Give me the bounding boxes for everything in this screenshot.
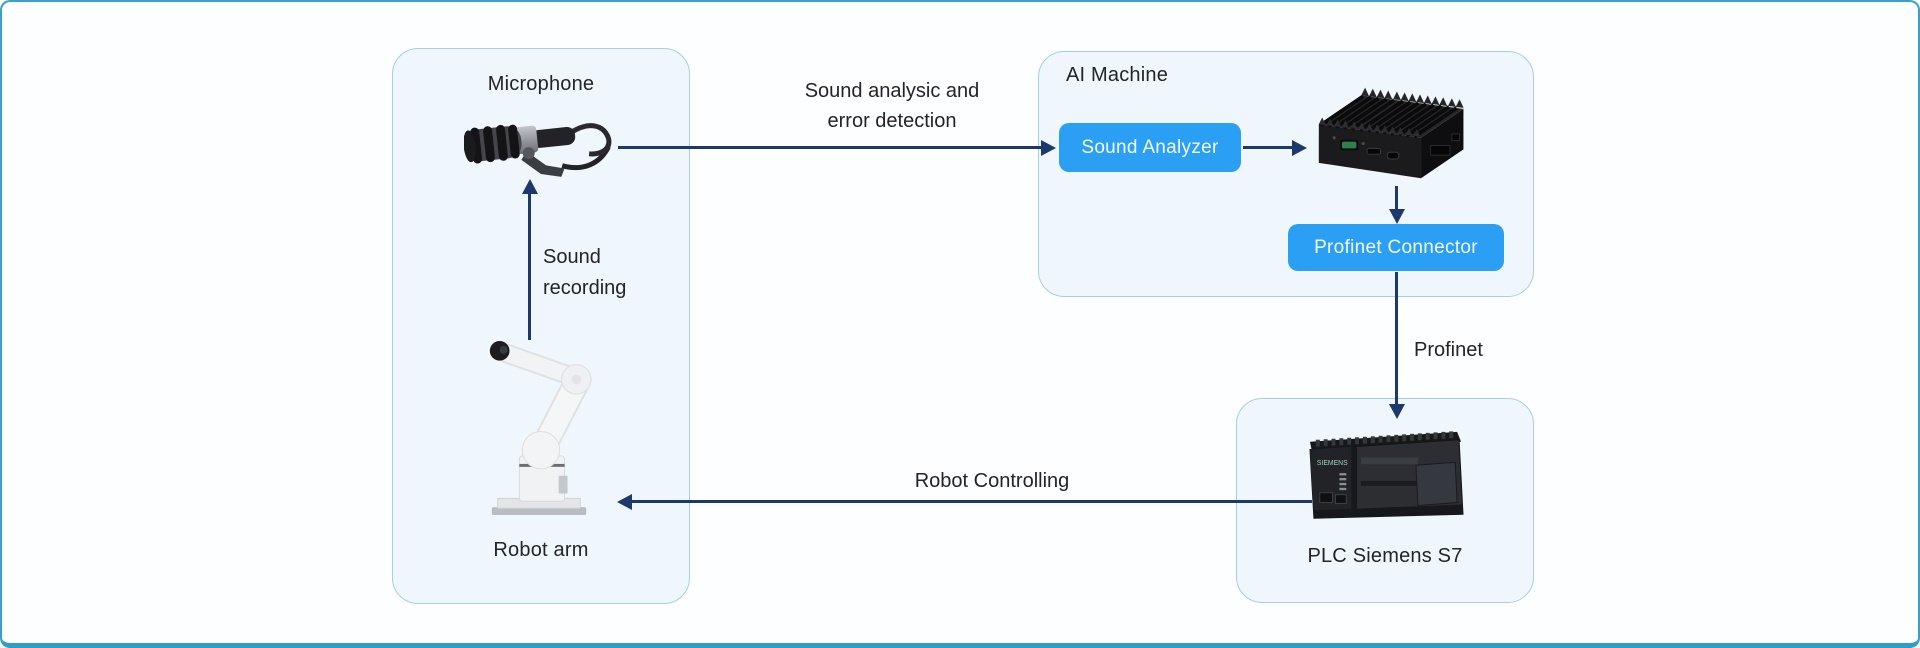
plc-caption: PLC Siemens S7: [1307, 545, 1463, 567]
profinet-connector-node[interactable]: Profinet Connector: [1288, 224, 1504, 271]
edge-robot-controlling-line: [631, 500, 1312, 503]
edge-sound-analysis-line: [618, 146, 1042, 149]
edge-analyzer-to-computer-line: [1243, 146, 1293, 149]
edge-sound-recording-arrowhead: [521, 179, 538, 194]
microphone-title: Microphone: [487, 73, 595, 95]
edge-computer-to-connector-arrowhead: [1388, 209, 1405, 224]
edge-profinet-line: [1395, 272, 1398, 405]
sound-recording-label: Sound recording: [543, 246, 627, 299]
edge-robot-controlling-arrowhead: [617, 493, 632, 510]
robot-arm-caption: Robot arm: [493, 539, 589, 561]
ai-machine-title: AI Machine: [1066, 64, 1169, 86]
microphone-image: [464, 123, 612, 177]
edge-analyzer-to-computer-arrowhead: [1292, 140, 1307, 156]
edge-profinet-arrowhead: [1388, 404, 1405, 419]
edge-sound-analysis-arrowhead: [1041, 140, 1056, 156]
sound-analyzer-node[interactable]: Sound Analyzer: [1059, 123, 1241, 172]
plc-brand-text: SIEMENS: [1317, 460, 1348, 467]
robot-controlling-label: Robot Controlling: [914, 470, 1070, 492]
profinet-label: Profinet: [1414, 339, 1483, 361]
robot-arm-image: [489, 340, 592, 516]
edge-sound-recording-line: [528, 193, 531, 340]
edge-computer-to-connector-line: [1395, 186, 1398, 210]
sound-analysis-label: Sound analysic and error detection: [804, 80, 980, 132]
ai-computer-image: [1318, 87, 1464, 179]
plc-image: SIEMENS: [1309, 431, 1464, 519]
